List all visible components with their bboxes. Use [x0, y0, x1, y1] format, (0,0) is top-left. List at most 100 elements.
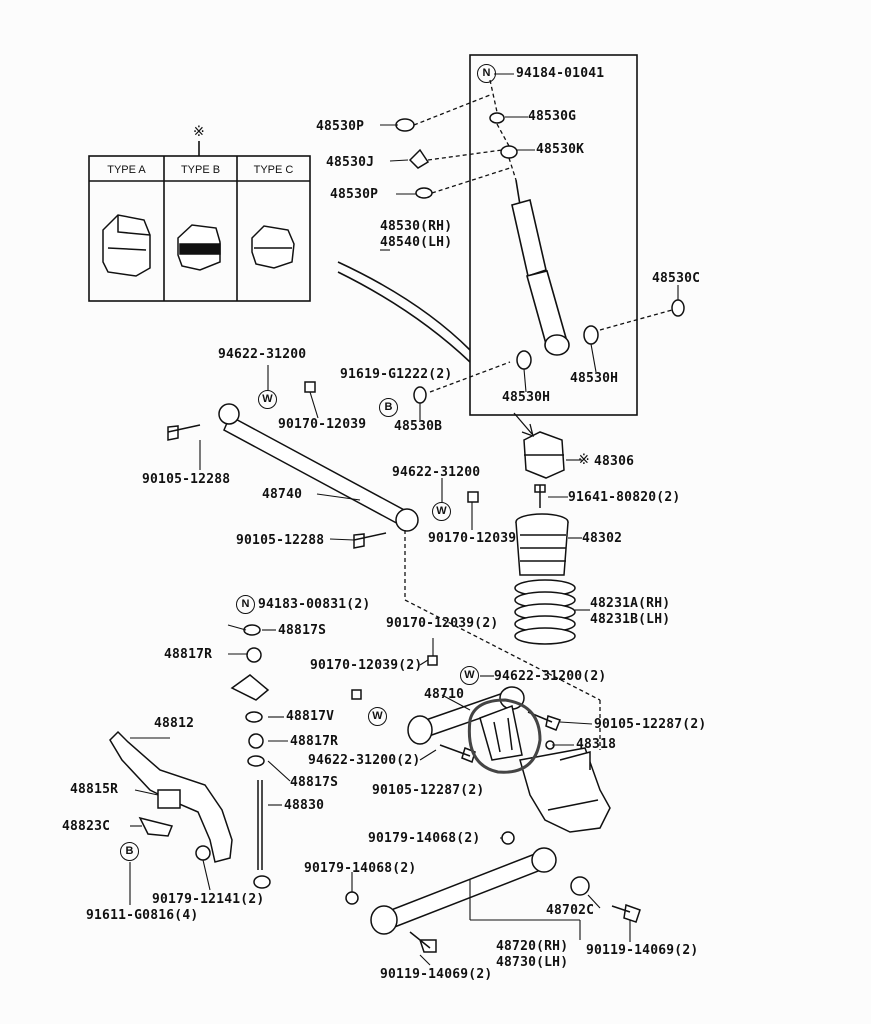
type-a-header: TYPE A: [107, 164, 146, 176]
label-90105-12287-right: 90105-12287(2): [594, 717, 707, 732]
retainer-48817v: [245, 711, 263, 723]
nut-90170-2a: [427, 655, 438, 666]
nut-90170-2b: [351, 689, 362, 700]
label-48231a: 48231A(RH): [590, 596, 671, 611]
washer-48817s-bot: [247, 755, 265, 767]
nut-90170-top: [304, 381, 316, 393]
washer-48530p-top: [395, 118, 415, 132]
label-48530k: 48530K: [536, 142, 585, 157]
label-90170-12039-2b: 90170-12039(2): [310, 658, 423, 673]
lateral-rod-48740: [223, 414, 409, 528]
part-48530g: [489, 112, 505, 124]
label-91641: 91641-80820(2): [568, 490, 681, 505]
axle-housing: [519, 747, 611, 833]
bushing-type-c: [251, 225, 295, 269]
label-48530g: 48530G: [528, 109, 577, 124]
washer-48530c: [671, 299, 685, 317]
part-48530k: [500, 145, 518, 159]
solid-leaders: [129, 73, 679, 966]
bushing-type-a: [102, 214, 151, 277]
label-48720: 48720(RH): [496, 939, 569, 954]
label-48702c: 48702C: [546, 903, 595, 918]
label-48306: 48306: [594, 454, 635, 469]
label-48817r-top: 48817R: [164, 647, 213, 662]
label-48815r: 48815R: [70, 782, 119, 797]
label-94183: 94183-00831(2): [258, 597, 371, 612]
label-90170-12039-2a: 90170-12039(2): [386, 616, 499, 631]
label-91611: 91611-G0816(4): [86, 908, 199, 923]
label-94622-mid: 94622-31200: [392, 465, 481, 480]
label-48231b: 48231B(LH): [590, 612, 671, 627]
shock-absorber: [511, 179, 570, 356]
label-48823c: 48823C: [62, 819, 111, 834]
label-48302: 48302: [582, 531, 623, 546]
symbol-b-mid: B: [379, 398, 398, 417]
label-48830: 48830: [284, 798, 325, 813]
label-90119-14069-low: 90119-14069(2): [380, 967, 493, 982]
label-90179-14068-b: 90179-14068(2): [304, 861, 417, 876]
label-48740: 48740: [262, 487, 303, 502]
label-90170-top: 90170-12039: [278, 417, 367, 432]
label-48817s-top: 48817S: [278, 623, 327, 638]
bushing-48530h-right: [583, 325, 599, 345]
washer-48530b: [413, 386, 427, 404]
bolt-90119-right: [611, 903, 641, 923]
label-48817v: 48817V: [286, 709, 335, 724]
bushing-type-b: [177, 224, 221, 271]
washer-48530p-mid: [415, 187, 433, 199]
bushing-48702c: [570, 876, 590, 896]
label-90179-14068-a: 90179-14068(2): [368, 831, 481, 846]
symbol-n-top: N: [477, 64, 496, 83]
bushing-48530h-mid: [516, 350, 532, 370]
stabilizer-link-48830: [253, 780, 271, 889]
lower-arm-48720: [370, 847, 557, 935]
symbol-w-right: W: [460, 666, 479, 685]
dashed-leaders: [404, 79, 673, 750]
bushing-48817r-top: [246, 647, 262, 663]
label-90105-12288-mid: 90105-12288: [236, 533, 325, 548]
label-48530p-mid: 48530P: [330, 187, 379, 202]
label-48540-lh: 48540(LH): [380, 235, 453, 250]
label-48530c: 48530C: [652, 271, 701, 286]
label-48530-rh: 48530(RH): [380, 219, 453, 234]
nut-90179-14068-a: [501, 831, 515, 845]
arrow-to-48306: [513, 412, 534, 438]
label-48530j: 48530J: [326, 155, 375, 170]
bushing-48817r-bot: [248, 733, 264, 749]
label-48817s-bot: 48817S: [290, 775, 339, 790]
bolt-90105-12288-mid: [353, 532, 387, 549]
label-94622-2: 94622-31200(2): [494, 669, 607, 684]
label-90179-12141: 90179-12141(2): [152, 892, 265, 907]
bushing-48815r: [157, 789, 181, 809]
label-48812: 48812: [154, 716, 195, 731]
shock-group-box: [469, 54, 638, 416]
bracket-48823c: [138, 816, 174, 837]
label-91619: 91619-G1222(2): [340, 367, 453, 382]
label-94184-01041: 94184-01041: [516, 66, 605, 81]
nut-90179-14068-b: [345, 891, 359, 905]
label-48306-mark: ※: [578, 452, 590, 468]
type-c-header: TYPE C: [253, 164, 294, 176]
symbol-w-low: W: [368, 707, 387, 726]
symbol-w-mid: W: [432, 502, 451, 521]
washer-48817s-top: [243, 624, 261, 636]
label-90119-14069-right: 90119-14069(2): [586, 943, 699, 958]
part-48530j: [408, 148, 430, 169]
nut-90179-12141: [195, 845, 211, 861]
label-48318: 48318: [576, 737, 617, 752]
frame-rail: [337, 261, 471, 351]
bolt-91641: [534, 484, 546, 508]
label-48817r-bot: 48817R: [290, 734, 339, 749]
symbol-w-top: W: [258, 390, 277, 409]
label-48730: 48730(LH): [496, 955, 569, 970]
label-48530p-top: 48530P: [316, 119, 365, 134]
dust-boot-48302: [515, 513, 569, 576]
symbol-n-mid: N: [236, 595, 255, 614]
label-48530h-right: 48530H: [570, 371, 619, 386]
highlight-circle: [467, 698, 542, 774]
label-90105-12288-top: 90105-12288: [142, 472, 231, 487]
bolt-90105-12288-top: [167, 424, 201, 441]
types-marker: ※: [193, 124, 205, 140]
